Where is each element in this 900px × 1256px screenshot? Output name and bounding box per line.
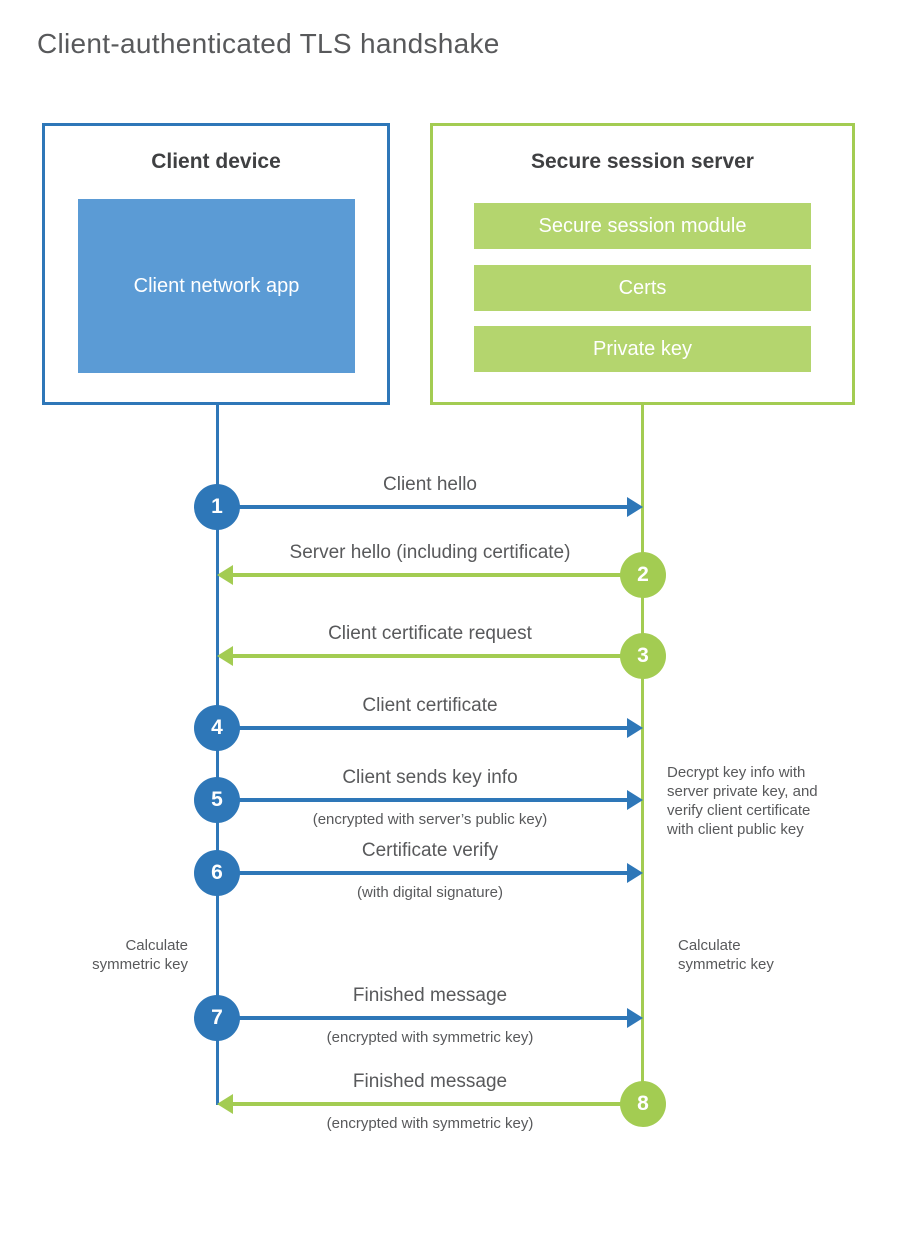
step-label: Finished message [352, 1071, 508, 1092]
client-network-app-box: Client network app [78, 199, 355, 373]
client-lifeline [216, 405, 219, 1105]
secure-session-server-title: Secure session server [531, 150, 754, 173]
step-number-badge: 1 [194, 484, 240, 530]
client-calculate-note: Calculate symmetric key [92, 937, 188, 974]
server-module-private-key: Private key [474, 326, 811, 372]
arrow-left-icon [233, 1102, 621, 1106]
step-sublabel: (encrypted with server’s public key) [312, 811, 548, 828]
server-calculate-note: Calculate symmetric key [678, 937, 774, 974]
step-sublabel: (encrypted with symmetric key) [326, 1029, 534, 1046]
client-network-app-label: Client network app [133, 275, 300, 297]
step-label: Server hello (including certificate) [289, 542, 571, 563]
arrow-right-icon [239, 871, 627, 875]
page-title: Client-authenticated TLS handshake [37, 28, 500, 59]
step-sublabel: (with digital signature) [357, 884, 503, 901]
secure-session-server-box: Secure session server Secure session mod… [430, 123, 855, 405]
step-number-badge: 4 [194, 705, 240, 751]
arrowhead-right-icon [627, 790, 643, 810]
arrow-right-icon [239, 726, 627, 730]
arrowhead-right-icon [627, 1008, 643, 1028]
arrow-right-icon [239, 1016, 627, 1020]
step-label: Certificate verify [361, 840, 499, 861]
step-number-badge: 5 [194, 777, 240, 823]
arrowhead-left-icon [217, 646, 233, 666]
step-label: Client certificate [362, 695, 498, 716]
arrowhead-right-icon [627, 863, 643, 883]
arrowhead-left-icon [217, 565, 233, 585]
arrow-right-icon [239, 798, 627, 802]
arrowhead-right-icon [627, 497, 643, 517]
server-decrypt-note: Decrypt key info with server private key… [667, 764, 818, 839]
step-number-badge: 6 [194, 850, 240, 896]
client-device-title: Client device [151, 150, 281, 173]
client-device-box: Client device Client network app [42, 123, 390, 405]
server-module-certs: Certs [474, 265, 811, 311]
step-number-badge: 8 [620, 1081, 666, 1127]
step-label: Client sends key info [342, 767, 518, 788]
server-module-secure-session: Secure session module [474, 203, 811, 249]
arrowhead-right-icon [627, 718, 643, 738]
step-label: Client certificate request [328, 623, 532, 644]
step-label: Client hello [383, 474, 477, 495]
step-label: Finished message [352, 985, 508, 1006]
step-sublabel: (encrypted with symmetric key) [326, 1115, 534, 1132]
arrowhead-left-icon [217, 1094, 233, 1114]
arrow-left-icon [233, 654, 621, 658]
arrow-left-icon [233, 573, 621, 577]
step-number-badge: 3 [620, 633, 666, 679]
arrow-right-icon [239, 505, 627, 509]
step-number-badge: 7 [194, 995, 240, 1041]
step-number-badge: 2 [620, 552, 666, 598]
server-lifeline [641, 405, 644, 1105]
